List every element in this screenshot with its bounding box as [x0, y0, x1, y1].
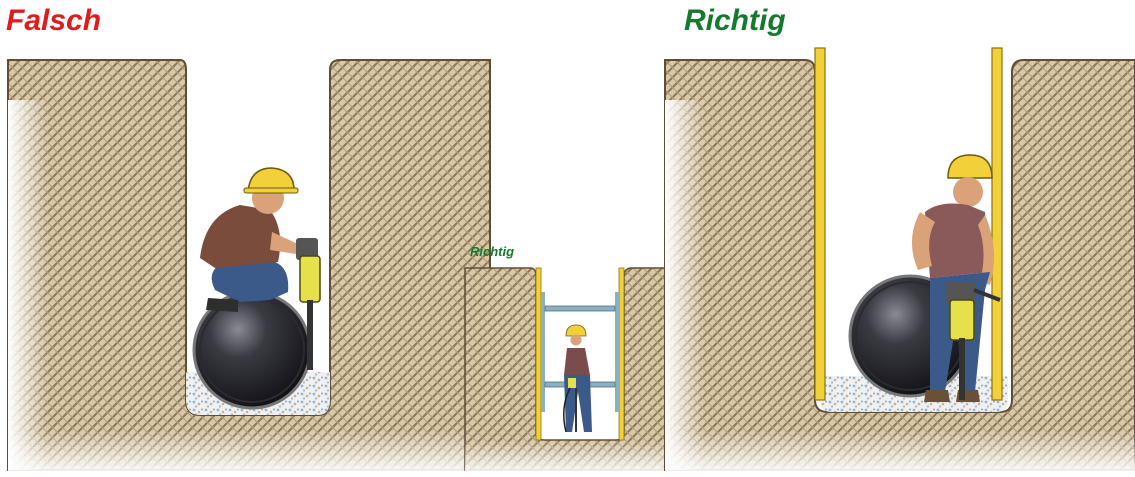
strut-upper [545, 306, 615, 311]
shoring-post-left [815, 48, 825, 400]
trench-unshored [8, 60, 490, 475]
label-right-small: Richtig [470, 245, 514, 258]
shoring-post-right [992, 48, 1002, 400]
worker-standing-small-icon [564, 325, 592, 432]
shoring-post-mid-left [536, 268, 541, 440]
trench-strutted [465, 268, 690, 475]
label-wrong: Falsch [6, 6, 101, 36]
shoring-post-mid-right [619, 268, 624, 440]
trench-shored [665, 48, 1135, 475]
label-right: Richtig [684, 6, 786, 36]
